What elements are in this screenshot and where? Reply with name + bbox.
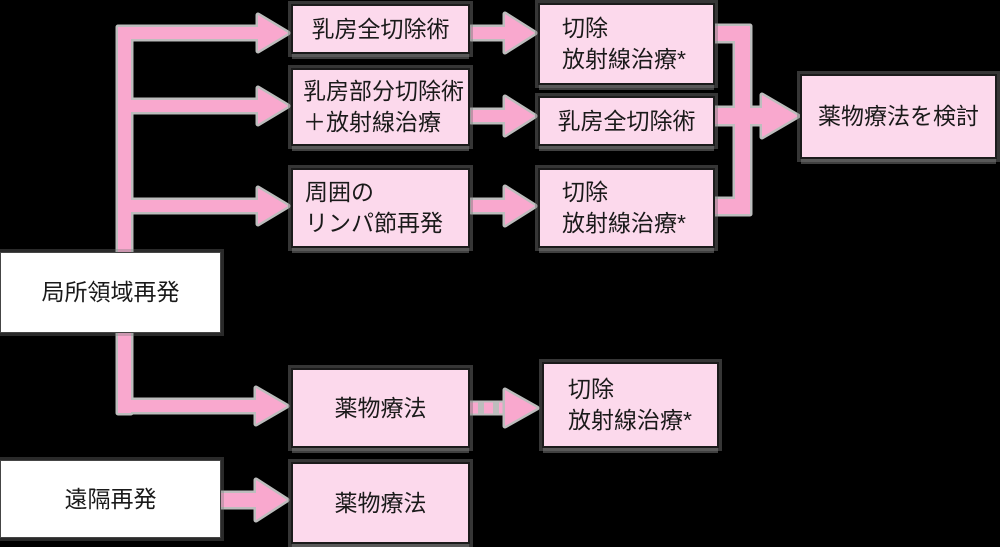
node-locoregional-recurrence: 局所領域再発 — [0, 252, 221, 333]
node-label-line1: 切除 — [562, 179, 608, 205]
node-label-line1: 切除 — [568, 376, 614, 402]
node-excision-rt-2: 切除 放射線治療* — [538, 168, 715, 248]
node-label-line2: 放射線治療* — [562, 46, 686, 72]
node-label: 局所領域再発 — [41, 279, 180, 305]
node-partial-mastectomy-rt: 乳房部分切除術 ＋放射線治療 — [291, 68, 470, 146]
connector-distant-to-drug-arrow — [218, 477, 290, 523]
node-label: 薬物療法 — [334, 394, 427, 421]
node-label-line2: 放射線治療* — [568, 407, 692, 433]
node-label-line1: 周囲の — [305, 179, 374, 205]
node-peripheral-lymph-node-recurrence: 周囲の リンパ節再発 — [291, 168, 470, 248]
node-label-line2: ＋放射線治療 — [303, 109, 441, 135]
node-distant-recurrence: 遠隔再発 — [0, 460, 221, 538]
node-drug-therapy-2: 薬物療法 — [291, 462, 470, 544]
node-drug-therapy-1: 薬物療法 — [291, 368, 470, 448]
node-total-mastectomy-1: 乳房全切除術 — [291, 4, 470, 54]
node-label-line1: 乳房部分切除術 — [303, 78, 464, 104]
connector-locoregional-branches-arrow — [115, 12, 291, 427]
node-label-line2: リンパ節再発 — [305, 210, 443, 236]
node-label-line1: 切除 — [562, 15, 608, 41]
node-label: 薬物療法を検討 — [818, 103, 979, 129]
connector-mid-column-arrows — [468, 11, 538, 228]
node-total-mastectomy-2: 乳房全切除術 — [538, 96, 715, 146]
node-consider-drug-therapy: 薬物療法を検討 — [800, 74, 997, 159]
node-label: 乳房全切除術 — [311, 15, 450, 42]
connector-collector-to-consider-arrow — [711, 23, 801, 217]
node-label-line2: 放射線治療* — [562, 210, 686, 236]
node-label: 薬物療法 — [334, 489, 427, 516]
node-label: 遠隔再発 — [64, 485, 157, 512]
node-excision-rt-3: 切除 放射線治療* — [542, 362, 719, 448]
connector-drug-to-excision-dashed-arrow — [469, 387, 540, 429]
node-excision-rt-1: 切除 放射線治療* — [538, 3, 715, 85]
node-label: 乳房全切除術 — [557, 107, 696, 134]
